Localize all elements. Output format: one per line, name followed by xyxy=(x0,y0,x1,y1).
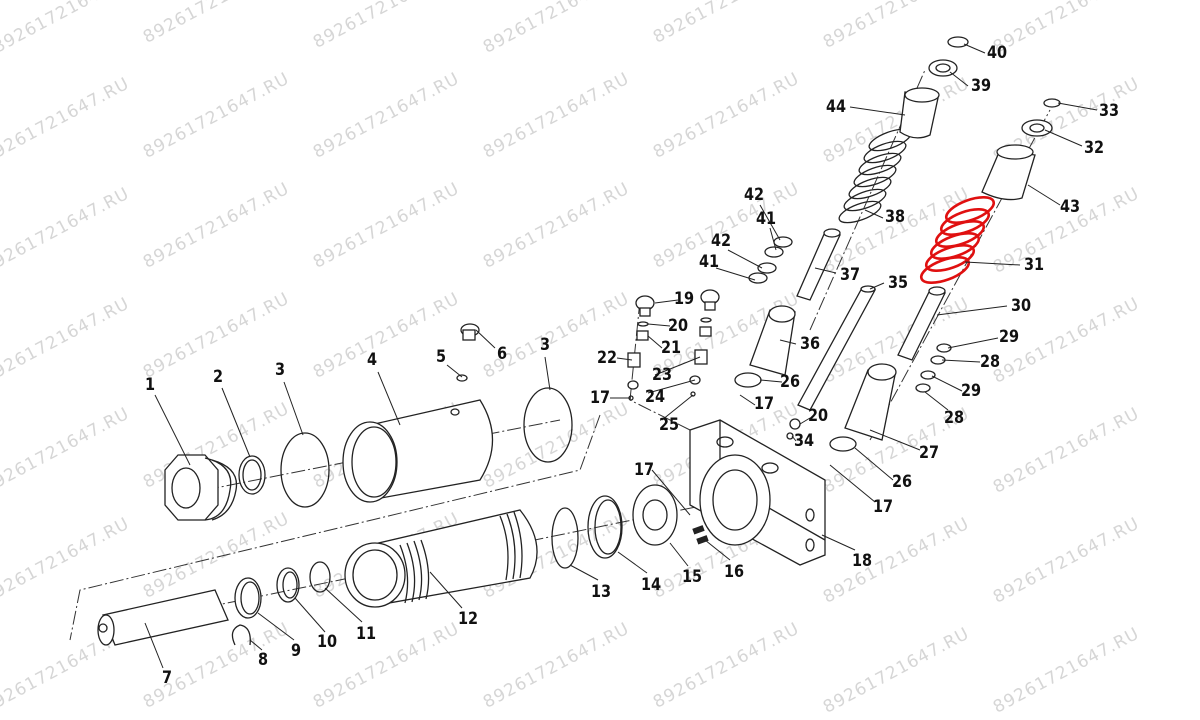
part-callout-41: 41 xyxy=(755,209,777,229)
part-callout-37: 37 xyxy=(839,265,861,285)
part-9-bushing xyxy=(234,577,262,619)
part-callout-26: 26 xyxy=(779,372,801,392)
part-3-oring xyxy=(280,432,330,508)
part-4-sleeve xyxy=(342,399,494,503)
part-14-backup-ring xyxy=(587,495,623,559)
part-18-pump-body xyxy=(689,419,826,566)
part-15-washer xyxy=(632,484,678,546)
part-27-valve-housing xyxy=(844,363,897,441)
part-callout-3: 3 xyxy=(539,335,551,355)
part-36-valve-housing xyxy=(749,305,796,376)
part-callout-26: 26 xyxy=(891,472,913,492)
part-callout-39: 39 xyxy=(970,76,992,96)
part-callout-34: 34 xyxy=(793,431,815,451)
part-32-washer xyxy=(1021,119,1053,137)
part-callout-17: 17 xyxy=(633,460,655,480)
part-callout-6: 6 xyxy=(496,344,508,364)
part-11-ring xyxy=(309,561,331,593)
part-callout-42: 42 xyxy=(743,185,765,205)
valve-stack-left xyxy=(627,295,655,401)
part-callout-24: 24 xyxy=(644,387,666,407)
part-34-ball xyxy=(786,432,794,440)
parts-28-29-seals xyxy=(915,343,952,393)
part-16-set-screws xyxy=(692,525,709,545)
part-callout-30: 30 xyxy=(1010,296,1032,316)
part-37-plunger xyxy=(796,228,841,301)
part-callout-36: 36 xyxy=(799,334,821,354)
part-8-circlip xyxy=(231,624,251,646)
part-callout-13: 13 xyxy=(590,582,612,602)
part-31-spring-highlighted xyxy=(919,195,996,285)
part-callout-42: 42 xyxy=(710,231,732,251)
part-callout-8: 8 xyxy=(257,650,269,670)
part-5-pin xyxy=(456,374,468,382)
parts-41-42-washers xyxy=(748,236,793,284)
part-26-washer-b xyxy=(829,436,857,452)
part-callout-5: 5 xyxy=(435,347,447,367)
part-40-snap-ring xyxy=(947,36,969,48)
part-callout-17: 17 xyxy=(589,388,611,408)
part-callout-7: 7 xyxy=(161,668,173,688)
part-callout-21: 21 xyxy=(660,338,682,358)
part-callout-25: 25 xyxy=(658,415,680,435)
part-callout-18: 18 xyxy=(851,551,873,571)
valve-stack-right xyxy=(689,289,720,397)
part-12-barrel xyxy=(344,509,538,608)
part-callout-22: 22 xyxy=(596,348,618,368)
part-35-shaft xyxy=(797,285,877,411)
part-callout-11: 11 xyxy=(355,624,377,644)
part-13-oring xyxy=(551,507,579,569)
part-callout-15: 15 xyxy=(681,567,703,587)
part-6-plug xyxy=(460,323,480,341)
part-callout-35: 35 xyxy=(887,273,909,293)
part-43-cap xyxy=(981,144,1036,201)
part-callout-20: 20 xyxy=(667,316,689,336)
part-callout-23: 23 xyxy=(651,365,673,385)
part-callout-12: 12 xyxy=(457,609,479,629)
part-callout-16: 16 xyxy=(723,562,745,582)
part-44-cap xyxy=(899,87,940,139)
part-callout-29: 29 xyxy=(960,381,982,401)
part-callout-31: 31 xyxy=(1023,255,1045,275)
part-7-rod xyxy=(97,589,229,646)
part-callout-14: 14 xyxy=(640,575,662,595)
part-callout-44: 44 xyxy=(825,97,847,117)
part-callout-4: 4 xyxy=(366,350,378,370)
part-callout-20: 20 xyxy=(807,406,829,426)
part-callout-40: 40 xyxy=(986,43,1008,63)
part-20-oring xyxy=(789,418,801,430)
part-callout-17: 17 xyxy=(753,394,775,414)
part-callout-32: 32 xyxy=(1083,138,1105,158)
part-callout-19: 19 xyxy=(673,289,695,309)
part-1-gland-nut xyxy=(164,454,238,521)
part-callout-10: 10 xyxy=(316,632,338,652)
part-30-plunger xyxy=(897,286,946,361)
part-callout-27: 27 xyxy=(918,443,940,463)
part-33-snap-ring xyxy=(1043,98,1061,108)
leader-lines xyxy=(144,43,1098,669)
part-callout-33: 33 xyxy=(1098,101,1120,121)
part-callout-28: 28 xyxy=(943,408,965,428)
part-callout-1: 1 xyxy=(144,375,156,395)
part-callout-43: 43 xyxy=(1059,197,1081,217)
part-2-ring xyxy=(238,455,266,495)
part-callout-41: 41 xyxy=(698,252,720,272)
part-callout-29: 29 xyxy=(998,327,1020,347)
part-callout-38: 38 xyxy=(884,207,906,227)
part-callout-3: 3 xyxy=(274,360,286,380)
part-callout-2: 2 xyxy=(212,367,224,387)
part-26-washer-a xyxy=(734,372,762,388)
part-callout-17: 17 xyxy=(872,497,894,517)
part-10-seal xyxy=(276,567,300,603)
part-callout-9: 9 xyxy=(290,641,302,661)
part-3-oring-b xyxy=(523,387,573,463)
part-callout-28: 28 xyxy=(979,352,1001,372)
